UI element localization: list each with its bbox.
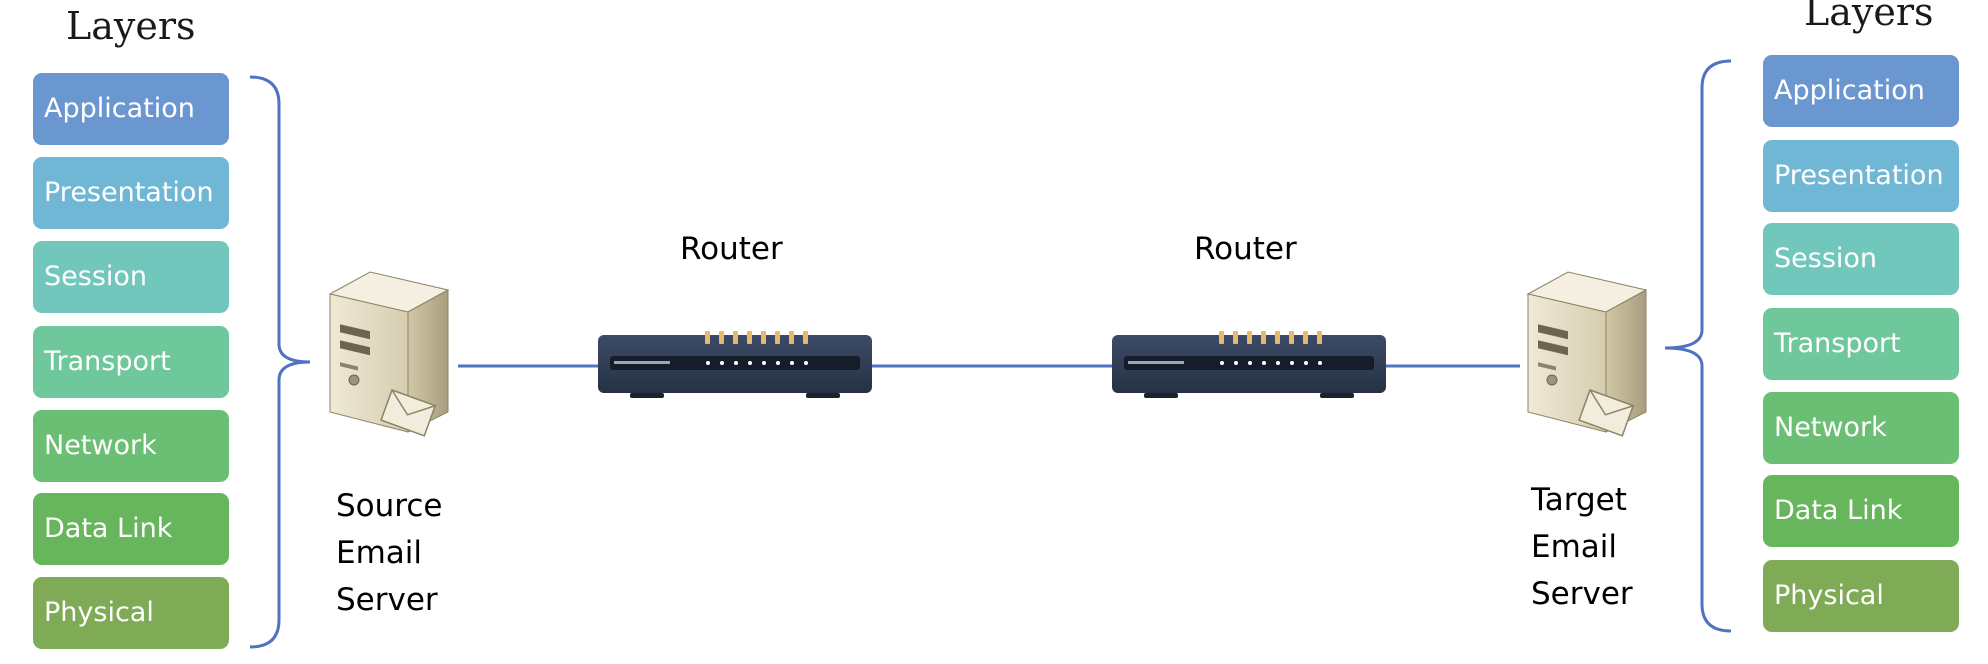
- left-layers-brace: [249, 75, 311, 649]
- right-layer-data-link: Data Link: [1763, 475, 1959, 547]
- right-layer-presentation: Presentation: [1763, 140, 1959, 212]
- router-2-icon: [1112, 331, 1386, 398]
- right-layer-transport: Transport: [1763, 308, 1959, 380]
- target-label-line-1: Target: [1531, 482, 1627, 518]
- router-2-label: Router: [1194, 231, 1297, 267]
- right-layer-session: Session: [1763, 223, 1959, 295]
- left-layer-physical: Physical: [33, 577, 229, 649]
- source-label-line-3: Server: [336, 582, 438, 618]
- source-email-server-icon: [328, 271, 450, 437]
- right-layer-physical: Physical: [1763, 560, 1959, 632]
- source-label-line-1: Source: [336, 488, 443, 524]
- right-layer-network: Network: [1763, 392, 1959, 464]
- left-layer-session: Session: [33, 241, 229, 313]
- target-label-line-3: Server: [1531, 576, 1633, 612]
- source-label-line-2: Email: [336, 535, 423, 571]
- right-layers-brace: [1664, 59, 1732, 633]
- left-layer-network: Network: [33, 410, 229, 482]
- target-label-line-2: Email: [1531, 529, 1618, 565]
- target-email-server-label: Target Email Server: [1531, 477, 1633, 618]
- left-layers-title: Layers: [66, 4, 196, 48]
- source-email-server-label: Source Email Server: [336, 483, 442, 624]
- left-layer-transport: Transport: [33, 326, 229, 398]
- left-layer-data-link: Data Link: [33, 493, 229, 565]
- right-layer-application: Application: [1763, 55, 1959, 127]
- left-layer-application: Application: [33, 73, 229, 145]
- right-layer-stack: Application Presentation Session Transpo…: [1763, 55, 1959, 632]
- left-layer-stack: Application Presentation Session Transpo…: [33, 73, 229, 650]
- right-layers-title: Layers: [1804, 0, 1934, 34]
- target-email-server-icon: [1526, 271, 1648, 437]
- router-1-icon: [598, 331, 872, 398]
- router-1-label: Router: [680, 231, 783, 267]
- left-layer-presentation: Presentation: [33, 157, 229, 229]
